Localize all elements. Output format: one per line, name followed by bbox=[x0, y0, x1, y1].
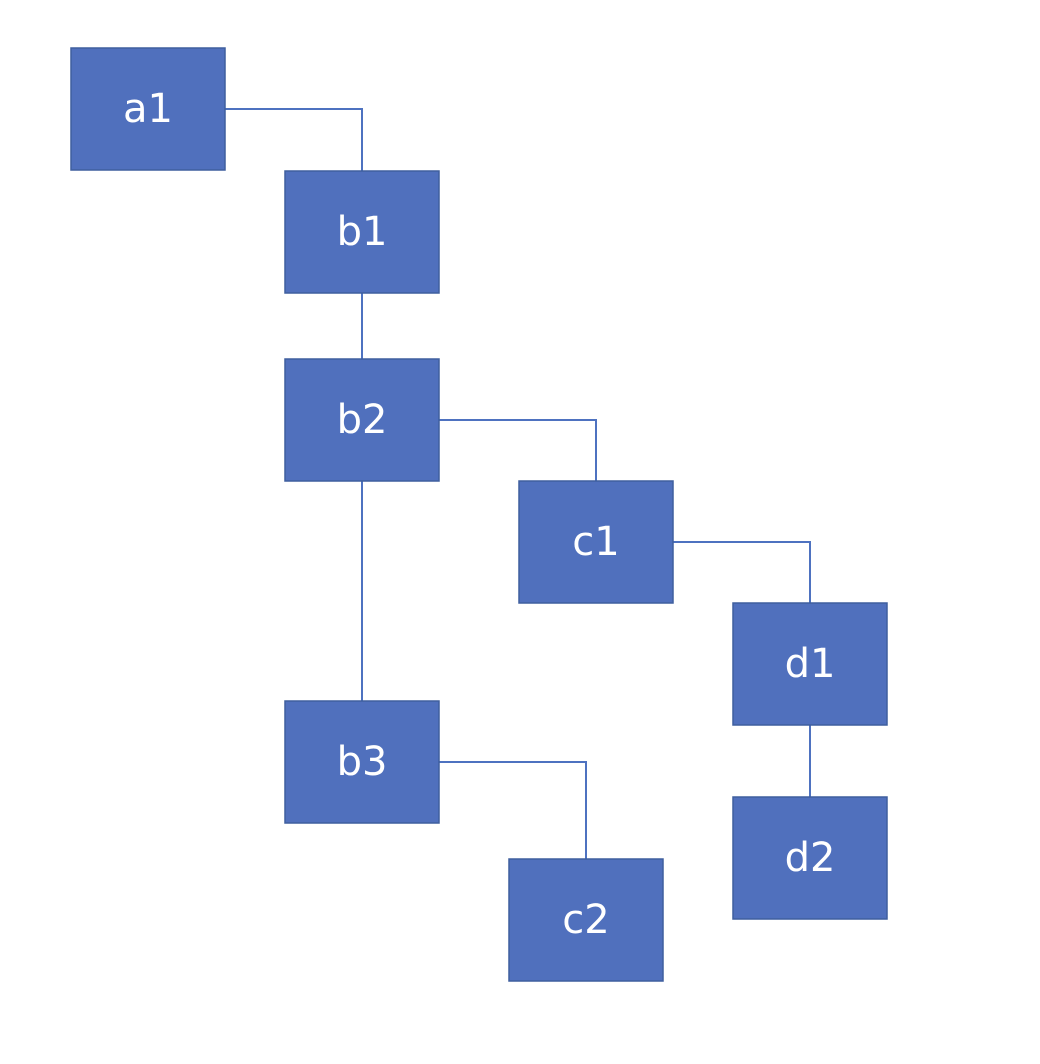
node-box-c2 bbox=[508, 858, 664, 982]
node-box-b1 bbox=[284, 170, 440, 294]
connector-c1-d1 bbox=[673, 541, 811, 603]
node-label-c1: c1 bbox=[572, 519, 619, 565]
node-label-a1: a1 bbox=[123, 86, 173, 132]
node-label-c2: c2 bbox=[562, 897, 609, 943]
node-box-d2 bbox=[732, 796, 888, 920]
nodes: a1 b1 b2 c1 d1 b3 d2 c2 bbox=[70, 47, 888, 982]
node-box-a1 bbox=[70, 47, 226, 171]
node-d2: d2 bbox=[732, 796, 888, 920]
node-c2: c2 bbox=[508, 858, 664, 982]
connector-a1-b1 bbox=[225, 108, 363, 171]
node-c1: c1 bbox=[518, 480, 674, 604]
node-label-d2: d2 bbox=[785, 835, 836, 881]
node-d1: d1 bbox=[732, 602, 888, 726]
connector-b3-c2 bbox=[439, 761, 587, 859]
node-box-c1 bbox=[518, 480, 674, 604]
connector-b2-c1 bbox=[439, 419, 597, 481]
connectors bbox=[225, 108, 811, 859]
node-box-b2 bbox=[284, 358, 440, 482]
node-label-b3: b3 bbox=[337, 739, 388, 785]
node-label-b1: b1 bbox=[337, 209, 388, 255]
node-label-d1: d1 bbox=[785, 641, 836, 687]
node-b1: b1 bbox=[284, 170, 440, 294]
node-box-d1 bbox=[732, 602, 888, 726]
node-a1: a1 bbox=[70, 47, 226, 171]
node-label-b2: b2 bbox=[337, 397, 388, 443]
node-b3: b3 bbox=[284, 700, 440, 824]
node-box-b3 bbox=[284, 700, 440, 824]
node-b2: b2 bbox=[284, 358, 440, 482]
